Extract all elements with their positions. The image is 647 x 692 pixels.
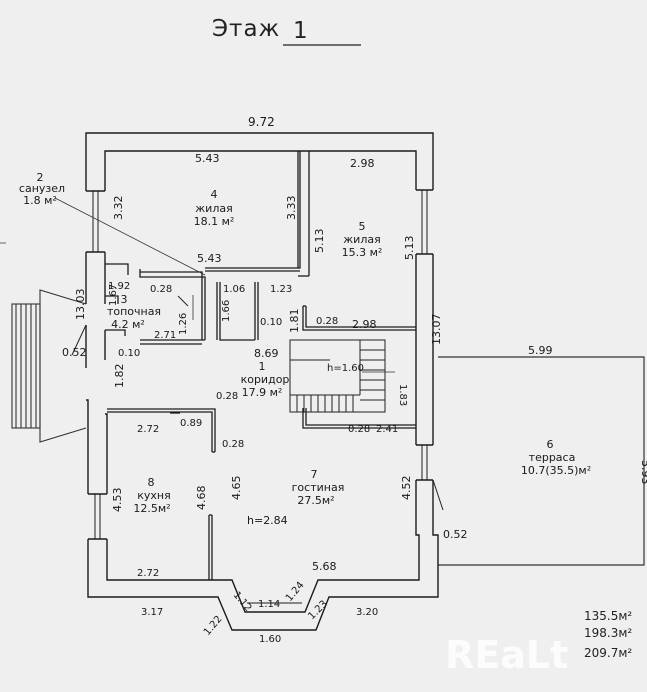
dim-overall-width: 9.72 <box>248 115 275 129</box>
svg-text:12.5м²: 12.5м² <box>133 502 170 515</box>
svg-text:топочная: топочная <box>107 305 161 318</box>
doors <box>71 295 444 511</box>
svg-text:3: 3 <box>121 293 128 306</box>
svg-text:27.5м²: 27.5м² <box>297 494 334 507</box>
svg-text:2.41: 2.41 <box>376 424 398 435</box>
svg-text:4.2 м²: 4.2 м² <box>111 318 145 331</box>
svg-text:5.13: 5.13 <box>313 229 326 254</box>
svg-text:1.92: 1.92 <box>108 281 130 292</box>
realt-watermark: REaLt <box>445 633 568 677</box>
svg-text:4.68: 4.68 <box>195 486 208 511</box>
svg-text:4: 4 <box>211 188 218 201</box>
svg-text:10.7(35.5)м²: 10.7(35.5)м² <box>521 464 591 477</box>
windows <box>92 190 428 604</box>
svg-text:0.10: 0.10 <box>118 348 140 359</box>
floor-title-prefix: Этаж <box>212 16 280 42</box>
svg-text:4.52: 4.52 <box>400 476 413 501</box>
room-8-label: 8 кухня 12.5м² <box>133 476 170 515</box>
svg-text:2: 2 <box>37 171 44 184</box>
svg-text:0.10: 0.10 <box>260 317 282 328</box>
svg-text:жилая: жилая <box>343 233 380 246</box>
svg-text:5.93: 5.93 <box>639 460 647 485</box>
svg-text:2.71: 2.71 <box>154 330 176 341</box>
svg-text:1.06: 1.06 <box>223 284 245 295</box>
svg-text:1.67: 1.67 <box>108 284 119 306</box>
svg-text:1.26: 1.26 <box>178 313 189 335</box>
svg-text:1.60: 1.60 <box>259 634 281 645</box>
room-3-label: 3 топочная 4.2 м² <box>107 293 161 331</box>
svg-text:1.81: 1.81 <box>288 309 301 334</box>
svg-text:0.52: 0.52 <box>443 528 468 541</box>
svg-text:2.72: 2.72 <box>137 424 159 435</box>
svg-text:4.53: 4.53 <box>111 488 124 513</box>
svg-text:гостиная: гостиная <box>292 481 345 494</box>
svg-text:0.89: 0.89 <box>180 418 202 429</box>
exterior-walls <box>85 132 439 631</box>
entrance-steps <box>11 289 87 443</box>
room-1-label: 1 коридор 17.9 м² <box>241 360 290 399</box>
svg-text:0.28: 0.28 <box>150 284 172 295</box>
svg-text:0.28: 0.28 <box>216 391 238 402</box>
svg-text:1.14: 1.14 <box>258 599 280 610</box>
svg-text:7: 7 <box>311 468 318 481</box>
svg-text:0.28: 0.28 <box>316 316 338 327</box>
svg-text:4.65: 4.65 <box>230 476 243 501</box>
svg-text:6: 6 <box>547 438 554 451</box>
svg-text:5.68: 5.68 <box>312 560 337 573</box>
svg-text:2.98: 2.98 <box>350 157 375 170</box>
svg-text:кухня: кухня <box>137 489 170 502</box>
svg-text:коридор: коридор <box>241 373 290 386</box>
svg-text:3.33: 3.33 <box>285 196 298 221</box>
svg-text:0.28: 0.28 <box>348 424 370 435</box>
svg-text:3.17: 3.17 <box>141 607 163 618</box>
svg-text:1.82: 1.82 <box>113 364 126 389</box>
svg-text:санузел: санузел <box>19 182 65 195</box>
terrace-outline <box>438 356 645 566</box>
total-area-2: 198.3м² <box>584 626 632 640</box>
svg-text:2.72: 2.72 <box>137 568 159 579</box>
total-area-1: 135.5м² <box>584 609 632 623</box>
svg-text:3.32: 3.32 <box>112 196 125 221</box>
total-area-3: 209.7м² <box>584 646 632 660</box>
svg-text:15.3 м²: 15.3 м² <box>342 246 383 259</box>
svg-text:5: 5 <box>359 220 366 233</box>
room-4-label: 4 жилая 18.1 м² <box>194 188 235 228</box>
svg-text:18.1 м²: 18.1 м² <box>194 215 235 228</box>
svg-text:3.20: 3.20 <box>356 607 378 618</box>
svg-text:13.07: 13.07 <box>430 314 443 346</box>
svg-text:h=2.84: h=2.84 <box>247 514 288 527</box>
staircase <box>289 339 386 413</box>
svg-text:5.99: 5.99 <box>528 344 553 357</box>
svg-text:жилая: жилая <box>195 202 232 215</box>
svg-text:5.43: 5.43 <box>197 252 222 265</box>
floor-title-number: 1 <box>293 18 309 44</box>
room-7-label: 7 гостиная 27.5м² <box>292 468 345 507</box>
interior-walls <box>105 151 416 580</box>
svg-text:терраса: терраса <box>529 451 576 464</box>
dimension-lines <box>54 197 395 373</box>
svg-text:1.23: 1.23 <box>270 284 292 295</box>
room-2-label: 2 санузел 1.8 м² <box>19 171 65 207</box>
svg-text:0.52: 0.52 <box>62 346 87 359</box>
area-totals: 135.5м² 198.3м² 209.7м² <box>584 609 632 660</box>
floor-title: Этаж 1 <box>212 16 361 46</box>
svg-text:1: 1 <box>259 360 266 373</box>
room-labels: 2 санузел 1.8 м² 4 жилая 18.1 м² 5 жилая… <box>19 171 591 515</box>
dim-13-03: 13.03 <box>74 289 87 321</box>
svg-text:17.9 м²: 17.9 м² <box>242 386 283 399</box>
svg-text:8: 8 <box>148 476 155 489</box>
svg-text:0.28: 0.28 <box>222 439 244 450</box>
svg-text:h=1.60: h=1.60 <box>327 363 364 374</box>
svg-text:8.69: 8.69 <box>254 347 279 360</box>
room-6-label: 6 терраса 10.7(35.5)м² <box>521 438 591 477</box>
svg-text:1.8 м²: 1.8 м² <box>23 194 57 207</box>
svg-text:5.43: 5.43 <box>195 152 220 165</box>
svg-text:1.66: 1.66 <box>221 300 232 322</box>
svg-text:2.98: 2.98 <box>352 318 377 331</box>
svg-text:1.83: 1.83 <box>397 384 408 406</box>
svg-text:5.13: 5.13 <box>403 236 416 261</box>
room-5-label: 5 жилая 15.3 м² <box>342 220 383 259</box>
